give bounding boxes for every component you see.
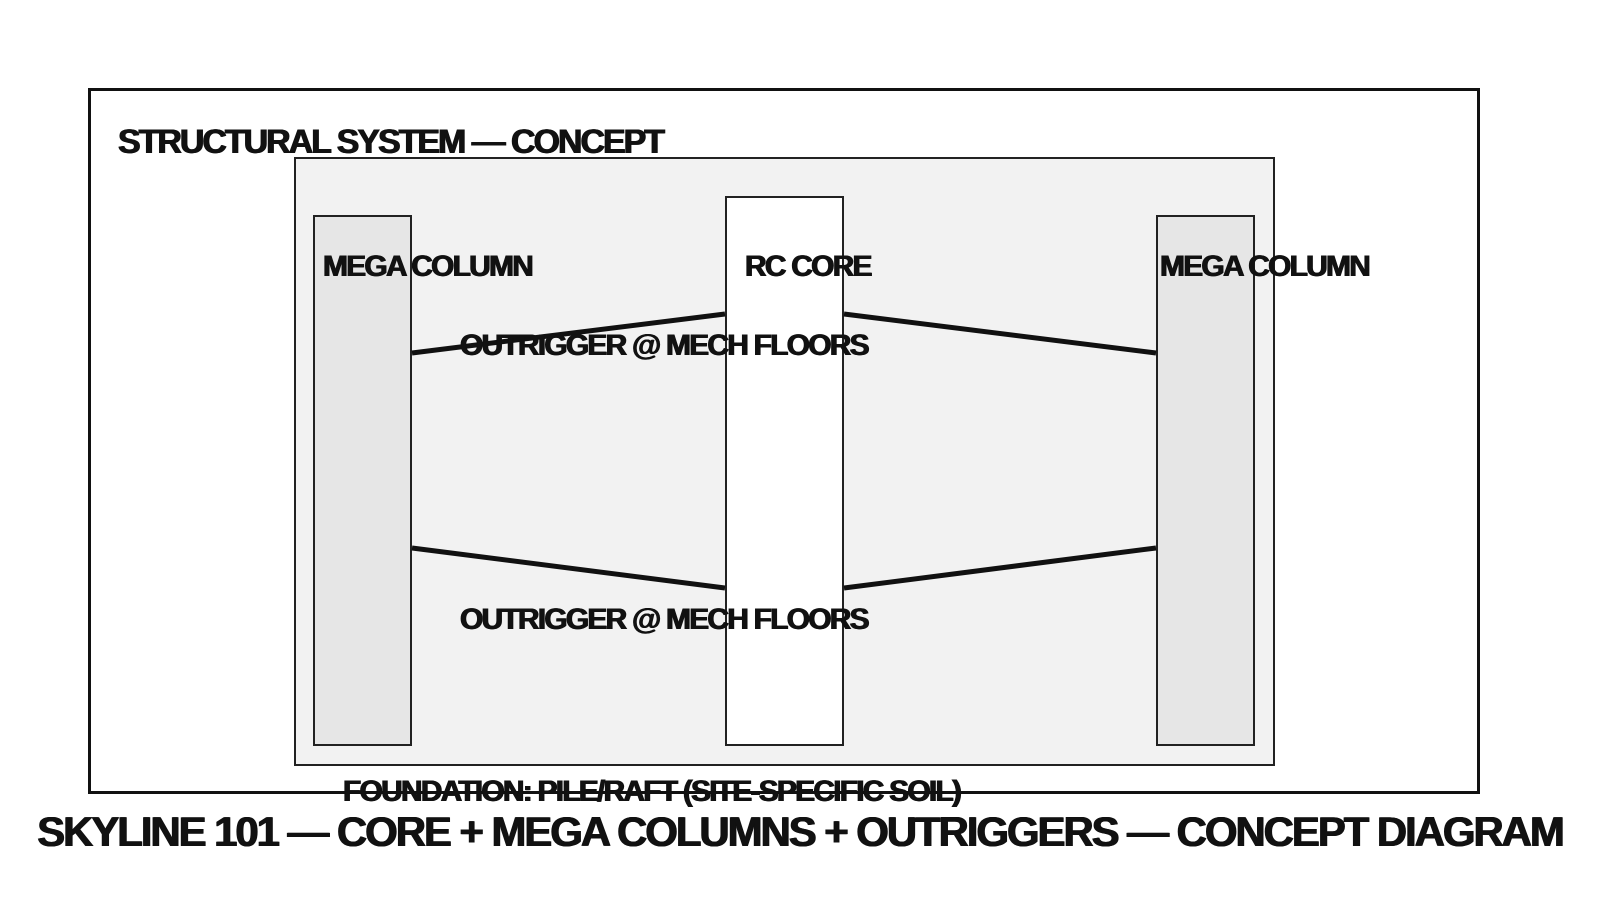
left-mega-column [313, 215, 412, 746]
right-mega-column-label: MEGA COLUMN [1160, 250, 1371, 283]
outrigger-lower-label: OUTRIGGER @ MECH FLOORS [460, 603, 870, 636]
diagram-caption: SKYLINE 101 — CORE + MEGA COLUMNS + OUTR… [37, 808, 1565, 855]
rc-core [725, 196, 844, 746]
panel-title: STRUCTURAL SYSTEM — CONCEPT [118, 123, 665, 161]
foundation-label: FOUNDATION: PILE/RAFT (SITE-SPECIFIC SOI… [343, 775, 962, 808]
outrigger-upper-label: OUTRIGGER @ MECH FLOORS [460, 329, 870, 362]
right-mega-column [1156, 215, 1255, 746]
left-mega-column-label: MEGA COLUMN [323, 250, 534, 283]
rc-core-label: RC CORE [745, 250, 873, 283]
